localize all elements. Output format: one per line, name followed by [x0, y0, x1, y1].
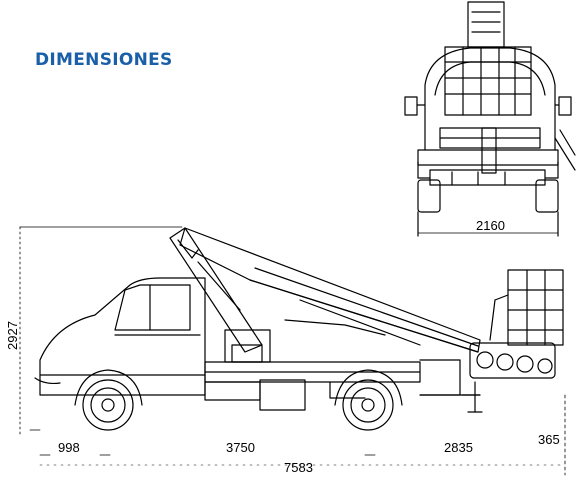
side-front-wheel	[82, 379, 134, 431]
dim-front-width: 2160	[476, 218, 505, 233]
lower-arm	[169, 227, 263, 353]
front-basket-top	[467, 1, 505, 48]
side-rear-wheel	[342, 379, 394, 431]
front-bumper	[417, 149, 559, 166]
dim-height: 2927	[5, 321, 20, 350]
dim-wheelbase: 3750	[226, 440, 255, 455]
basket-rotator	[469, 342, 556, 379]
dim-rear-overhang: 2835	[444, 440, 473, 455]
side-view	[19, 226, 566, 476]
dim-rear-extra: 365	[538, 432, 560, 447]
front-right-wheel	[535, 179, 559, 213]
dim-front-overhang: 998	[58, 440, 80, 455]
dim-total-length: 7583	[284, 460, 313, 475]
page-title: DIMENSIONES	[35, 50, 173, 70]
front-left-wheel	[417, 179, 441, 213]
front-basket	[444, 46, 532, 116]
side-window	[114, 284, 191, 331]
side-basket	[507, 269, 564, 346]
front-cab	[424, 47, 556, 151]
left-mirror	[404, 96, 418, 116]
right-mirror	[558, 96, 572, 116]
side-cab	[39, 277, 206, 396]
front-view	[404, 1, 576, 237]
